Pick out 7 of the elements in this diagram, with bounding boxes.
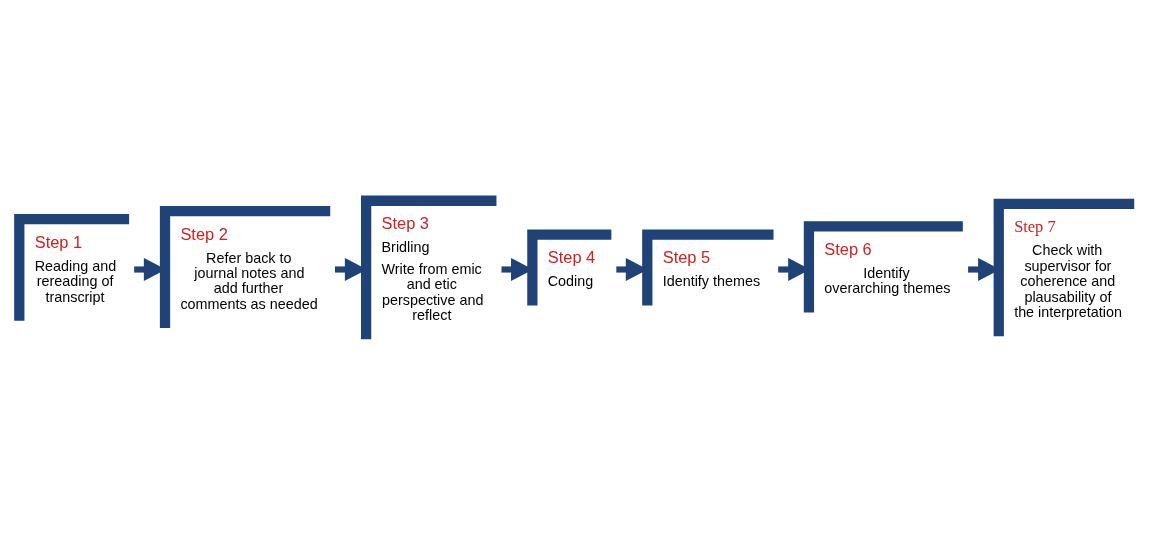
node-text: Step 5 Identify themes bbox=[662, 247, 761, 289]
node-text: Step 4 Coding bbox=[547, 247, 596, 289]
node-text: Step 7 Check with supervisor for coherence and plausability of the interpretation bbox=[1014, 216, 1122, 320]
node-text: Step 2 Refer back to journal notes and add further comments as needed bbox=[180, 224, 318, 312]
node-text: Step 3 Bridling Write from emic and etic perspective and reflect bbox=[381, 213, 484, 323]
node-text: Step 1 Reading and rereading of transcript bbox=[34, 232, 117, 305]
node-text: Step 6 Identify overarching themes bbox=[824, 239, 951, 296]
